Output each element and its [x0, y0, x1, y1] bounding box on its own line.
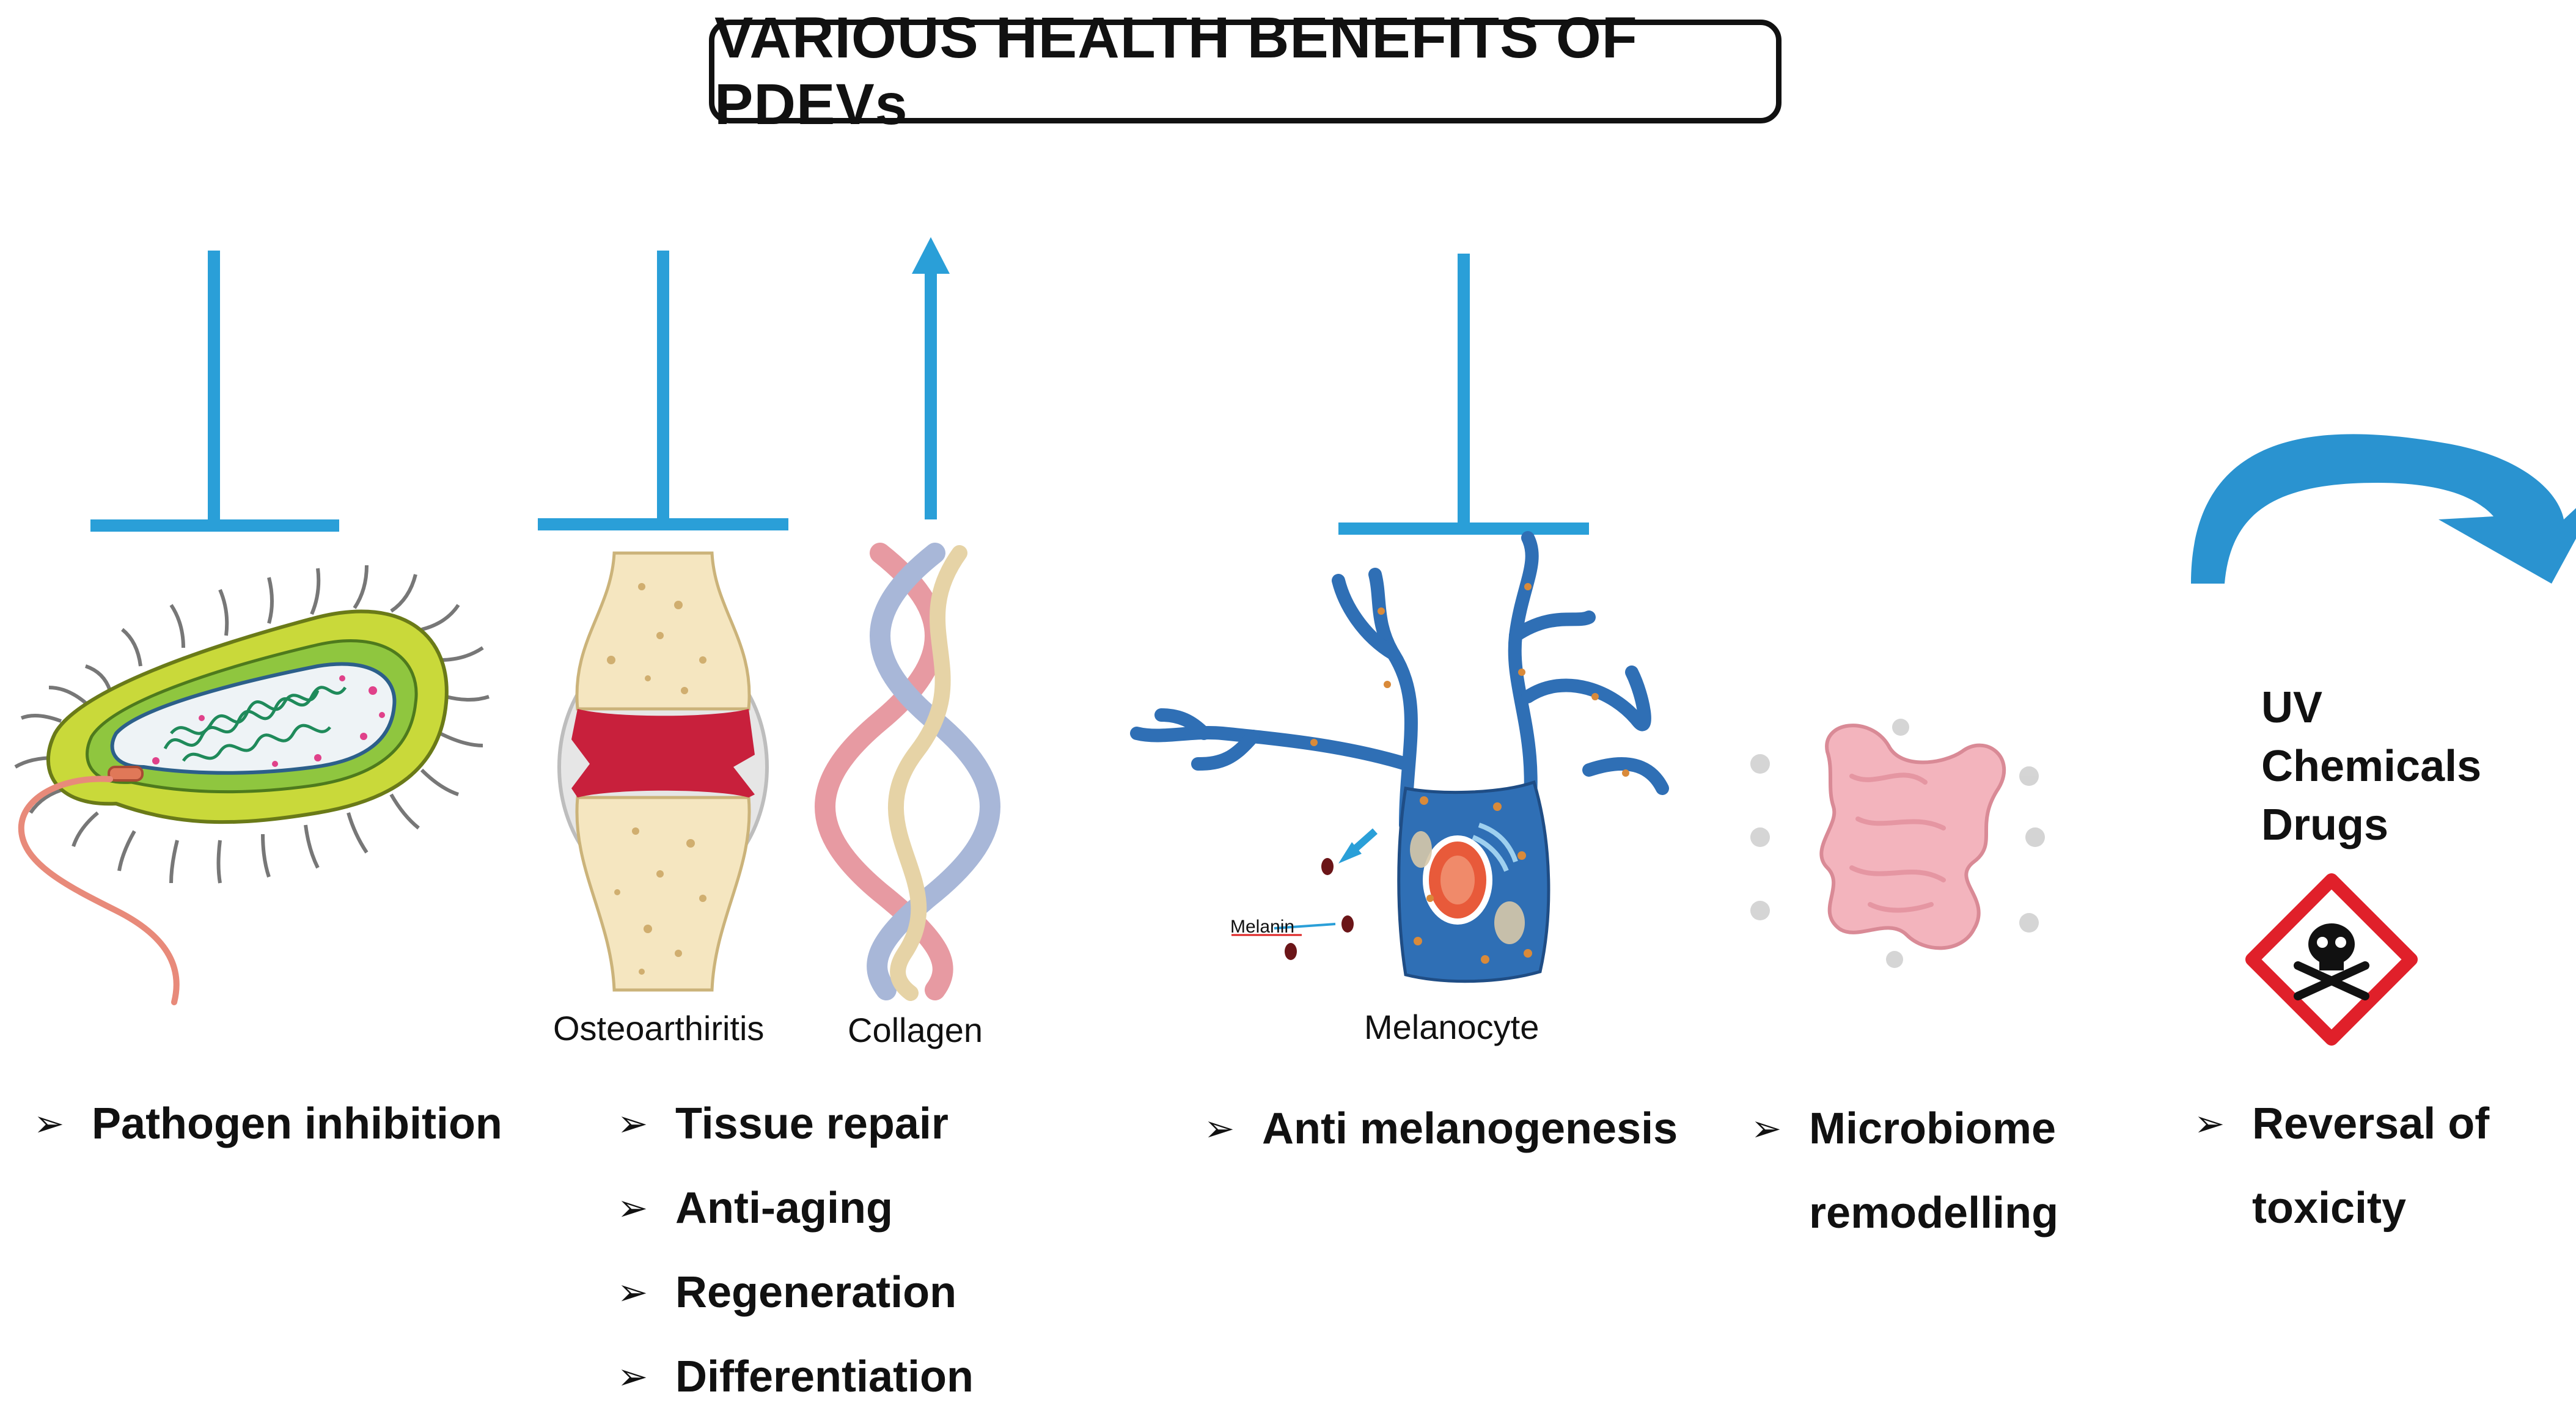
- list-item-continuation: remodelling: [1751, 1171, 2058, 1255]
- osteoarthritis-caption: Osteoarthiritis: [553, 1009, 765, 1047]
- up-arrow-icon: [912, 237, 950, 519]
- list-item: ➢ Reversal of: [2194, 1082, 2489, 1166]
- melanogenesis-benefit-list: ➢ Anti melanogenesis: [1204, 1087, 1678, 1171]
- benefit-label: Tissue repair: [675, 1099, 949, 1148]
- t-bar-inhibition-icon: [1338, 254, 1589, 535]
- arrow-bullet-icon: ➢: [2194, 1103, 2225, 1144]
- melanocyte-illustration: [1130, 531, 1669, 983]
- stressor-list: UV Chemicals Drugs: [2261, 678, 2481, 854]
- arrow-bullet-icon: ➢: [34, 1103, 65, 1144]
- microbiome-benefit-list: ➢ Microbiome remodelling: [1751, 1087, 2058, 1255]
- list-item: ➢ Anti-aging: [617, 1166, 974, 1250]
- tissue-benefit-list: ➢ Tissue repair ➢ Anti-aging ➢ Regenerat…: [617, 1082, 974, 1419]
- benefit-label: Anti-aging: [675, 1184, 893, 1233]
- list-item-continuation: toxicity: [2194, 1166, 2489, 1250]
- melanin-caption: Melanin: [1230, 917, 1295, 937]
- bacterium-illustration: [14, 565, 490, 1005]
- stressor-item: Drugs: [2261, 801, 2389, 849]
- benefit-label: toxicity: [2252, 1184, 2407, 1233]
- t-bar-inhibition-icon: [90, 251, 339, 532]
- benefit-label: Microbiome: [1809, 1104, 2057, 1153]
- list-item: ➢ Pathogen inhibition: [34, 1082, 502, 1166]
- arrow-bullet-icon: ➢: [1751, 1108, 1782, 1149]
- list-item: ➢ Differentiation: [617, 1335, 974, 1419]
- collagen-caption: Collagen: [848, 1011, 983, 1049]
- collagen-helix-illustration: [815, 543, 1000, 1001]
- benefit-label: Differentiation: [675, 1352, 974, 1401]
- benefit-label: Regeneration: [675, 1268, 957, 1317]
- list-item: ➢ Anti melanogenesis: [1204, 1087, 1678, 1171]
- list-item: ➢ Tissue repair: [617, 1082, 974, 1166]
- arrow-bullet-icon: ➢: [617, 1187, 648, 1228]
- benefit-label: Reversal of: [2252, 1099, 2490, 1148]
- arrow-bullet-icon: ➢: [617, 1272, 648, 1313]
- stressor-item: Chemicals: [2261, 742, 2482, 791]
- benefit-label: Pathogen inhibition: [92, 1099, 502, 1148]
- arrow-bullet-icon: ➢: [1204, 1108, 1235, 1149]
- joint-illustration: [557, 551, 769, 992]
- arrow-bullet-icon: ➢: [617, 1356, 648, 1397]
- benefit-label: Anti melanogenesis: [1262, 1104, 1678, 1153]
- benefit-label: remodelling: [1809, 1189, 2059, 1238]
- list-item: ➢ Microbiome: [1751, 1087, 2058, 1171]
- curved-arrow-icon: [2191, 434, 2576, 584]
- skull-crossbones-hazard-icon: [2245, 873, 2418, 1046]
- stressor-item: UV: [2261, 683, 2323, 732]
- pathogen-benefit-list: ➢ Pathogen inhibition: [34, 1082, 502, 1166]
- melanocyte-caption: Melanocyte: [1364, 1008, 1539, 1046]
- list-item: ➢ Regeneration: [617, 1250, 974, 1335]
- toxicity-benefit-list: ➢ Reversal of toxicity: [2194, 1082, 2489, 1250]
- arrow-bullet-icon: ➢: [617, 1103, 648, 1144]
- t-bar-inhibition-icon: [538, 251, 788, 530]
- intestine-illustration: [1750, 719, 2045, 968]
